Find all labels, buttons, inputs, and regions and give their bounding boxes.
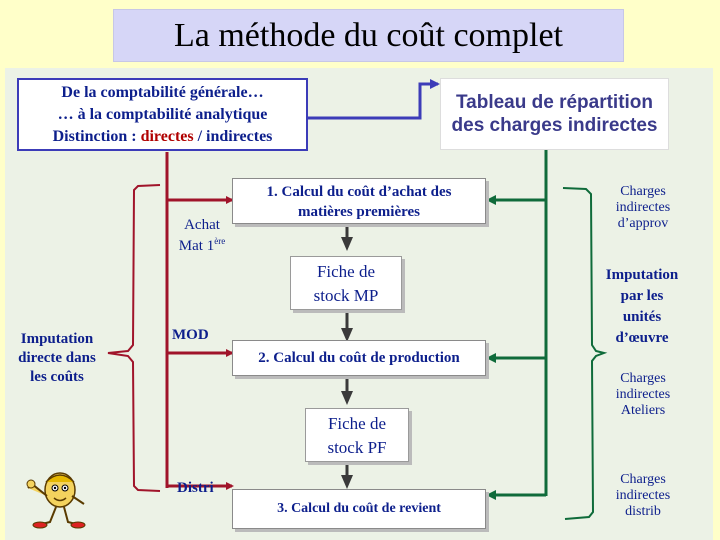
charges-distrib-line-3: distrib bbox=[625, 504, 661, 519]
stock-pf-line-1: Fiche de bbox=[327, 414, 387, 433]
tableau-line-2: des charges indirectes bbox=[451, 115, 658, 136]
intro-line-1: De la comptabilité générale… bbox=[61, 84, 264, 101]
stock-pf-line-2: stock PF bbox=[327, 438, 387, 457]
page-title: La méthode du coût complet bbox=[113, 9, 624, 62]
tableau-arrow bbox=[308, 79, 440, 120]
step-2-text: 2. Calcul du coût de production bbox=[258, 350, 460, 366]
intro-prefix: Distinction : bbox=[52, 128, 141, 145]
step-3-box: 3. Calcul du coût de revient bbox=[232, 489, 486, 529]
charges-distrib-line-1: Charges bbox=[620, 472, 666, 487]
charges-approv-line-2: indirectes bbox=[615, 200, 671, 215]
direct-cost-arrows bbox=[165, 152, 234, 490]
charges-distrib-line-2: indirectes bbox=[615, 488, 671, 503]
cartoon-character bbox=[26, 472, 86, 529]
intro-directes: directes bbox=[140, 128, 194, 145]
step-1-line-2: matières premières bbox=[297, 204, 421, 220]
charges-ateliers-line-1: Charges bbox=[620, 371, 666, 386]
step-1-box: 1. Calcul du coût d’achat des matières p… bbox=[232, 178, 486, 224]
imputation-unites-label: Imputation par les unités d’œuvre bbox=[592, 265, 692, 349]
charges-approv-label: Charges indirectes d’approv bbox=[598, 184, 688, 232]
intro-line-3: Distinction : directes / indirectes bbox=[19, 126, 306, 148]
intro-indirectes: indirectes bbox=[206, 128, 273, 145]
imputation-directe-line-1: Imputation bbox=[20, 331, 94, 347]
indirect-cost-arrows bbox=[486, 150, 548, 500]
imputation-unites-line-2: par les bbox=[620, 288, 664, 304]
imputation-unites-line-1: Imputation bbox=[605, 267, 679, 283]
imputation-directe-label: Imputation directe dans les coûts bbox=[6, 330, 108, 387]
step-2-box: 2. Calcul du coût de production bbox=[232, 340, 486, 376]
step-3-text: 3. Calcul du coût de revient bbox=[277, 501, 441, 516]
charges-ateliers-label: Charges indirectes Ateliers bbox=[598, 371, 688, 419]
distri-label: Distri bbox=[177, 480, 227, 496]
mod-text: MOD bbox=[172, 327, 209, 343]
imputation-directe-line-3: les coûts bbox=[30, 369, 84, 385]
step-1-line-1: 1. Calcul du coût d’achat des bbox=[266, 184, 452, 200]
stock-mp-line-2: stock MP bbox=[313, 286, 379, 305]
intro-line-2: … à la comptabilité analytique bbox=[57, 106, 268, 123]
charges-distrib-label: Charges indirectes distrib bbox=[598, 472, 688, 520]
achat-line-1: Achat bbox=[184, 217, 220, 233]
achat-line-2: Mat 1ère bbox=[178, 236, 226, 254]
charges-approv-line-3: d’approv bbox=[617, 216, 669, 231]
intro-box: De la comptabilité générale… … à la comp… bbox=[17, 78, 308, 151]
page-title-text: La méthode du coût complet bbox=[174, 16, 563, 54]
charges-ateliers-line-2: indirectes bbox=[615, 387, 671, 402]
stock-mp-line-1: Fiche de bbox=[316, 262, 376, 281]
stock-mp-box: Fiche de stock MP bbox=[290, 256, 402, 310]
distri-text: Distri bbox=[177, 480, 214, 496]
mod-label: MOD bbox=[172, 327, 222, 343]
charges-ateliers-line-3: Ateliers bbox=[620, 403, 666, 418]
direct-brace bbox=[107, 184, 161, 492]
achat-label: Achat Mat 1ère bbox=[170, 217, 234, 254]
tableau-repartition-box: Tableau de répartition des charges indir… bbox=[440, 78, 669, 150]
intro-sep: / bbox=[193, 128, 207, 145]
imputation-unites-line-4: d’œuvre bbox=[615, 330, 669, 346]
indirect-brace bbox=[562, 187, 608, 520]
charges-approv-line-1: Charges bbox=[620, 184, 666, 199]
imputation-directe-line-2: directe dans bbox=[18, 350, 96, 366]
imputation-unites-line-3: unités bbox=[622, 309, 662, 325]
tableau-line-1: Tableau de répartition bbox=[455, 92, 654, 113]
stock-pf-box: Fiche de stock PF bbox=[305, 408, 409, 462]
